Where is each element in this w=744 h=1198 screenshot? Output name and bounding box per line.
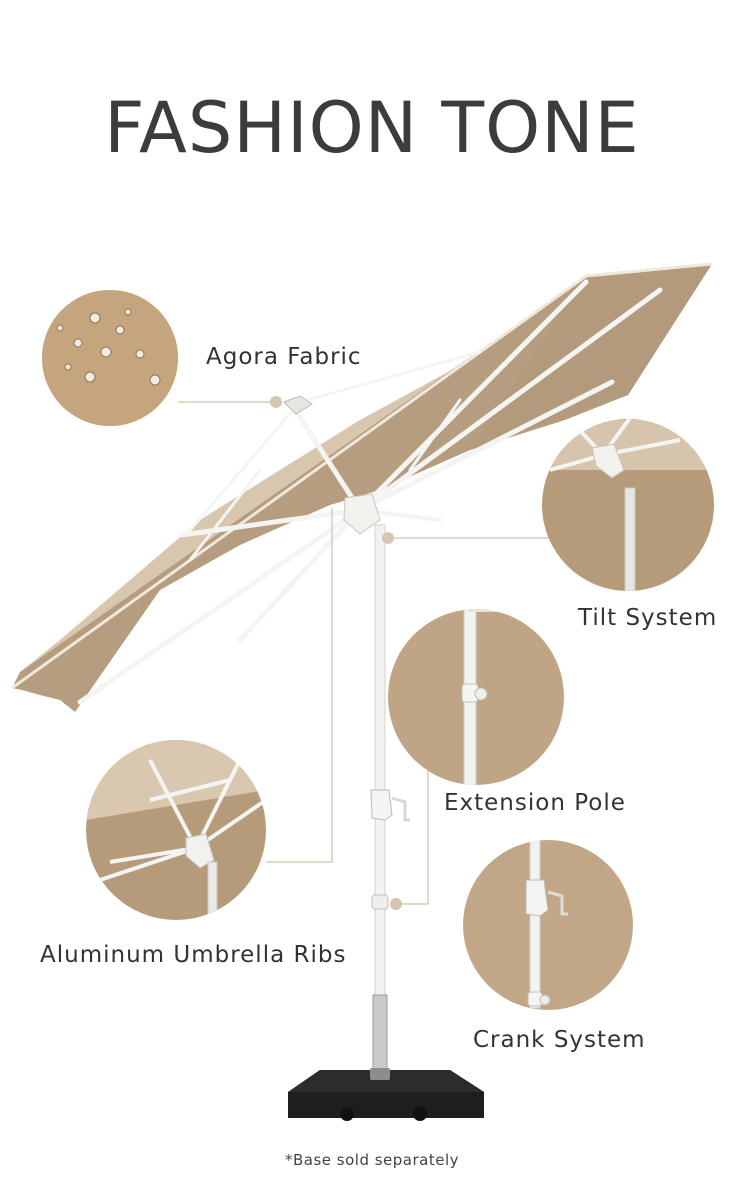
ribs-detail-circle bbox=[86, 740, 266, 920]
page-title: FASHION TONE bbox=[104, 87, 640, 169]
label-aluminum-umbrella-ribs: Aluminum Umbrella Ribs bbox=[40, 942, 347, 968]
tilt-detail-circle bbox=[542, 419, 714, 591]
umbrella-hub bbox=[283, 395, 381, 535]
crank-detail-circle bbox=[463, 840, 633, 1010]
umbrella-base bbox=[288, 1068, 484, 1121]
water-drops-icon bbox=[42, 290, 178, 426]
leader-dots bbox=[270, 396, 402, 910]
umbrella-pole bbox=[370, 524, 410, 1082]
crank-handle-icon bbox=[525, 840, 568, 1009]
leader-lines bbox=[178, 401, 552, 905]
label-tilt-system: Tilt System bbox=[578, 605, 718, 631]
label-crank-system: Crank System bbox=[473, 1027, 646, 1053]
fabric-detail-circle bbox=[42, 290, 178, 426]
ribs-closeup-icon bbox=[86, 740, 266, 920]
extension-pole-detail-circle bbox=[388, 609, 564, 785]
extension-pole-icon bbox=[461, 609, 498, 785]
label-agora-fabric: Agora Fabric bbox=[206, 344, 362, 370]
label-extension-pole: Extension Pole bbox=[444, 790, 626, 816]
umbrella-canopy bbox=[11, 262, 713, 712]
footnote: *Base sold separately bbox=[284, 1151, 459, 1169]
